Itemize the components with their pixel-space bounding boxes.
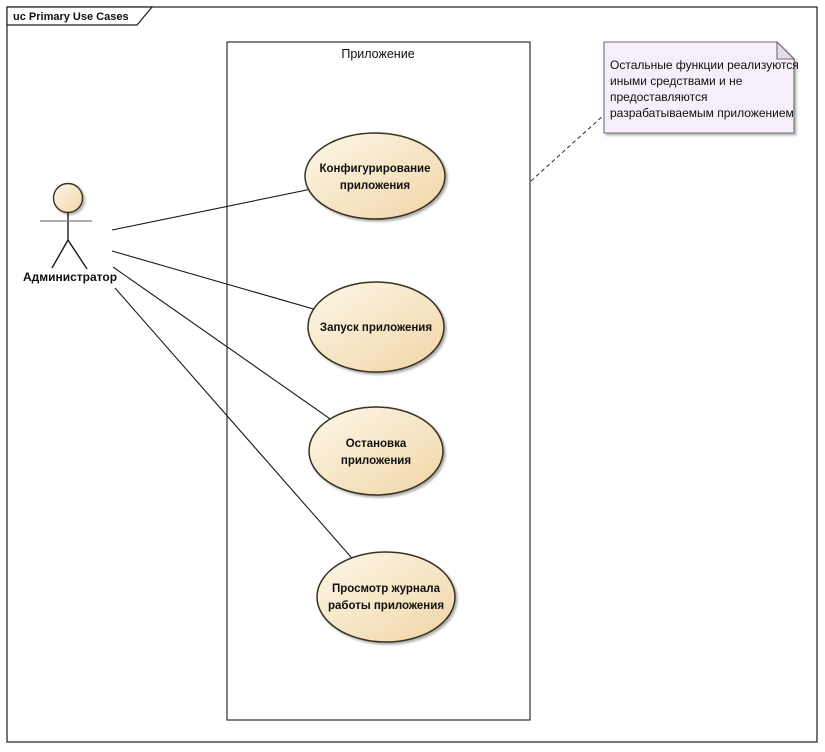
use-case-stop-application[interactable]: Остановка приложения <box>308 406 444 496</box>
use-case-ellipse[interactable] <box>308 406 444 496</box>
use-case-label-line: приложения <box>341 455 411 467</box>
note-text-line: предоставляются <box>610 90 708 104</box>
frame-tab-shape <box>6 6 154 26</box>
actor-leg-right <box>67 239 88 270</box>
frame-title: uc Primary Use Cases <box>13 11 129 23</box>
note-text-line: Остальные функции реализуются <box>610 58 799 72</box>
actor-head[interactable] <box>52 182 84 214</box>
use-case-configure-application[interactable]: Конфигурирование приложения <box>304 132 446 220</box>
note-shape[interactable] <box>603 41 795 134</box>
note[interactable]: Остальные функции реализуются иными сред… <box>603 40 799 134</box>
note-anchor-connector[interactable] <box>530 113 606 182</box>
note-text-line: разрабатываемым приложением <box>610 106 794 120</box>
use-case-label-line: Запуск приложения <box>320 322 432 334</box>
actor-administrator[interactable]: Администратор <box>23 182 117 285</box>
note-text-line: иными средствами и не <box>610 74 743 88</box>
association-admin-view-log[interactable] <box>114 287 387 598</box>
use-case-label-line: Конфигурирование <box>319 163 430 175</box>
use-case-label-line: Остановка <box>346 438 407 450</box>
actor-label: Администратор <box>23 270 117 284</box>
note-fold-icon <box>776 40 796 60</box>
use-case-start-application[interactable]: Запуск приложения <box>307 281 445 373</box>
actor-leg-left <box>51 239 69 269</box>
system-boundary-label: Приложение <box>341 47 414 61</box>
use-case-label-line: приложения <box>340 180 410 192</box>
use-case-label-line: работы приложения <box>328 600 444 612</box>
use-case-view-application-log[interactable]: Просмотр журнала работы приложения <box>316 551 456 643</box>
use-case-ellipse[interactable] <box>316 551 456 643</box>
use-case-label-line: Просмотр журнала <box>332 583 441 595</box>
use-case-ellipse[interactable] <box>307 281 445 373</box>
use-case-ellipse[interactable] <box>304 132 446 220</box>
frame-title-tab: uc Primary Use Cases <box>6 6 154 26</box>
